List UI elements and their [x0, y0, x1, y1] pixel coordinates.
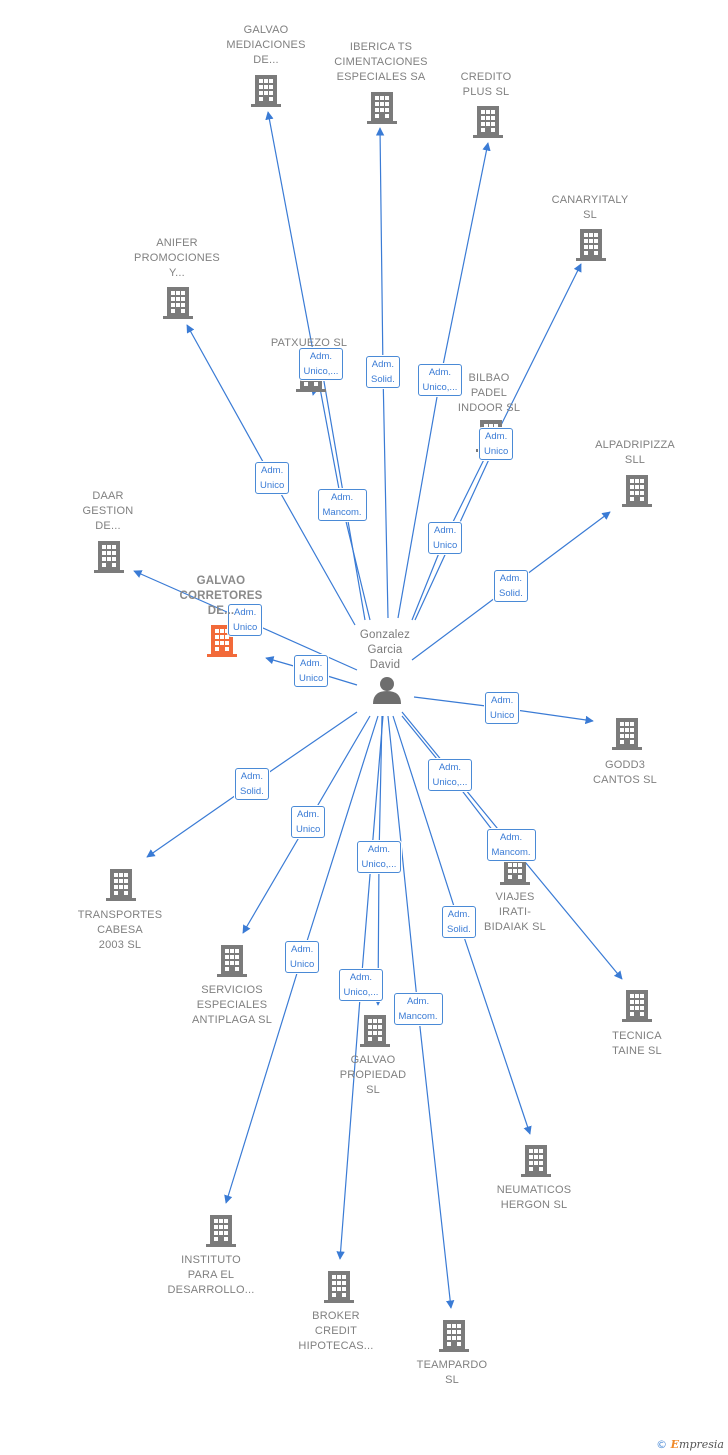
node-label-patxuezo[interactable]: PATXUEZO SL	[270, 337, 348, 349]
node-label-bilbao[interactable]: BILBAO PADEL INDOOR SL	[457, 372, 521, 414]
node-label-teampardo[interactable]: TEAMPARDO SL	[416, 1359, 488, 1386]
edge-label-broker[interactable]: Adm. Unico,...	[338, 969, 384, 1001]
edge-label-neumaticos[interactable]: Adm. Solid.	[442, 906, 476, 938]
edge-label-galvao-med[interactable]: Adm. Mancom.	[317, 489, 367, 521]
node-label-credito[interactable]: CREDITO PLUS SL	[460, 71, 512, 98]
edge-label-transportes[interactable]: Adm. Solid.	[235, 768, 269, 800]
building-icon[interactable]	[612, 718, 642, 750]
edge-label-galvao-prop[interactable]: Adm. Unico,...	[356, 841, 402, 873]
building-icon[interactable]	[94, 541, 124, 573]
node-label-canaryitaly[interactable]: CANARYITALY SL	[551, 194, 629, 221]
building-icon[interactable]	[622, 475, 652, 507]
building-icon[interactable]	[622, 990, 652, 1022]
node-label-iberica[interactable]: IBERICA TS CIMENTACIONES ESPECIALES SA	[334, 41, 428, 83]
node-label-galvao-prop[interactable]: GALVAO PROPIEDAD SL	[339, 1054, 407, 1096]
node-label-broker[interactable]: BROKER CREDIT HIPOTECAS...	[298, 1310, 374, 1352]
building-icon[interactable]	[324, 1271, 354, 1303]
edge-label-viajes[interactable]: Adm. Unico,...	[427, 759, 473, 791]
edge-label-servicios[interactable]: Adm. Unico	[291, 806, 326, 838]
edge-label-canaryitaly[interactable]: Adm. Unico	[428, 522, 463, 554]
node-label-daar[interactable]: DAAR GESTION DE...	[82, 490, 134, 532]
edge-label-bilbao[interactable]: Adm. Unico	[479, 428, 514, 460]
node-label-instituto[interactable]: INSTITUTO PARA EL DESARROLLO...	[167, 1254, 255, 1296]
edge-label-daar[interactable]: Adm. Unico	[228, 604, 263, 636]
node-label-alpadripizza[interactable]: ALPADRIPIZZA SLL	[595, 439, 675, 466]
edge-label-galvao-corr[interactable]: Adm. Unico	[294, 655, 329, 687]
building-icon[interactable]	[206, 1215, 236, 1247]
node-label-servicios[interactable]: SERVICIOS ESPECIALES ANTIPLAGA SL	[191, 984, 273, 1026]
building-icon[interactable]	[473, 106, 503, 138]
building-icon[interactable]	[576, 229, 606, 261]
edge-label-godd3[interactable]: Adm. Unico	[485, 692, 520, 724]
edge-label-credito[interactable]: Adm. Unico,...	[417, 364, 463, 396]
edge-label-tecnica[interactable]: Adm. Mancom.	[486, 829, 536, 861]
center-person-label[interactable]: Gonzalez Garcia David	[359, 629, 411, 671]
building-icon[interactable]	[106, 869, 136, 901]
node-label-transportes[interactable]: TRANSPORTES CABESA 2003 SL	[77, 909, 163, 951]
building-icon[interactable]	[521, 1145, 551, 1177]
building-icon[interactable]	[439, 1320, 469, 1352]
building-icon[interactable]	[360, 1015, 390, 1047]
edge-label-instituto[interactable]: Adm. Unico	[285, 941, 320, 973]
person-icon[interactable]	[373, 677, 401, 704]
node-label-galvao-med[interactable]: GALVAO MEDIACIONES DE...	[226, 24, 306, 66]
building-icon[interactable]	[367, 92, 397, 124]
copyright-icon: ©	[656, 1438, 668, 1451]
edge-label-alpadripizza[interactable]: Adm. Solid.	[494, 570, 528, 602]
building-icon[interactable]	[251, 75, 281, 107]
brand-logo: Empresia	[670, 1438, 724, 1451]
node-label-viajes[interactable]: VIAJES IRATI- BIDAIAK SL	[484, 891, 546, 933]
building-icon[interactable]	[217, 945, 247, 977]
edge-label-patxuezo[interactable]: Adm. Unico,...	[298, 348, 344, 380]
edge-label-teampardo[interactable]: Adm. Mancom.	[393, 993, 443, 1025]
node-label-tecnica[interactable]: TECNICA TAINE SL	[612, 1030, 662, 1057]
node-label-neumaticos[interactable]: NEUMATICOS HERGON SL	[496, 1184, 572, 1211]
node-label-galvao-corr[interactable]: GALVAO CORRETORES DE...	[179, 575, 263, 617]
edge-label-iberica[interactable]: Adm. Solid.	[366, 356, 400, 388]
edge-label-anifer[interactable]: Adm. Unico	[255, 462, 290, 494]
footer-brand: © Empresia	[656, 1438, 724, 1451]
node-label-anifer[interactable]: ANIFER PROMOCIONES Y...	[134, 237, 220, 279]
node-label-godd3[interactable]: GODD3 CANTOS SL	[593, 759, 657, 786]
building-icon[interactable]	[163, 287, 193, 319]
